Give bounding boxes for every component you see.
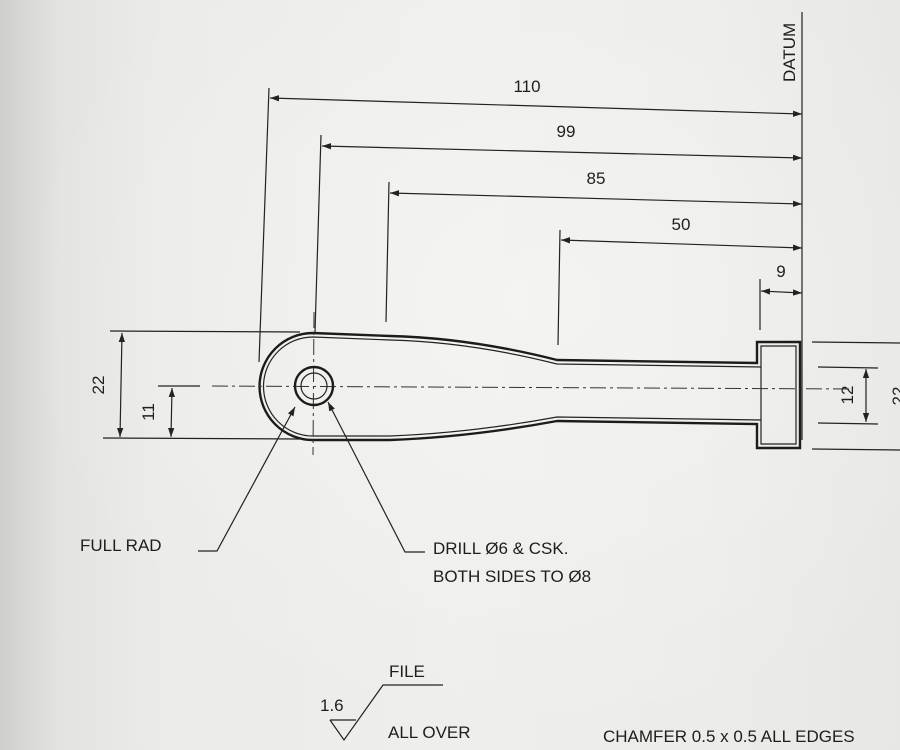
extension-line-bottom-22 — [102, 437, 301, 440]
dimension-22-right: 22 — [889, 387, 900, 406]
part-outline — [258, 331, 802, 450]
dimension-99: 99 — [557, 122, 576, 141]
dimension-line-50 — [560, 237, 803, 251]
dimension-9: 9 — [776, 262, 785, 281]
countersink-circle — [293, 365, 335, 407]
note-chamfer: CHAMFER 0.5 x 0.5 ALL EDGES — [603, 727, 855, 746]
surface-finish-method: FILE — [389, 662, 425, 681]
extension-line-bottom-22-right — [811, 448, 900, 451]
horizontal-centre-line — [211, 385, 853, 390]
extension-line-top-12 — [817, 366, 879, 369]
extension-line-top-22-right — [811, 341, 900, 344]
leader-full-rad — [198, 406, 296, 552]
dimension-line-9 — [760, 288, 803, 296]
surface-finish-scope: ALL OVER — [388, 723, 471, 742]
dimension-22-left: 22 — [89, 376, 108, 395]
surface-finish-value: 1.6 — [320, 696, 344, 715]
note-full-rad: FULL RAD — [80, 536, 162, 555]
extension-line-85 — [385, 181, 390, 323]
vertical-centre-line — [312, 311, 315, 456]
extension-line-bottom-12 — [817, 422, 879, 425]
dimension-line-110 — [269, 95, 803, 117]
dimension-11: 11 — [139, 403, 158, 421]
extension-line-99 — [314, 134, 322, 333]
dimension-line-11 — [168, 387, 175, 438]
dimension-110: 110 — [513, 77, 540, 96]
leader-drill — [327, 401, 425, 553]
note-drill-line2: BOTH SIDES TO Ø8 — [433, 567, 591, 586]
note-drill-line1: DRILL Ø6 & CSK. — [433, 539, 568, 558]
dimension-line-85 — [389, 190, 803, 207]
extension-line-110 — [258, 87, 270, 363]
datum-label: DATUM — [780, 23, 799, 82]
dimension-12: 12 — [838, 386, 857, 405]
dimension-line-99 — [321, 143, 803, 161]
surface-finish-symbol — [329, 684, 443, 742]
extension-line-top-22 — [109, 330, 301, 333]
part-outline-inner — [262, 336, 797, 445]
dimension-50: 50 — [672, 215, 691, 234]
drill-hole-circle — [300, 372, 328, 400]
dimension-85: 85 — [587, 169, 606, 188]
dimension-line-22-left — [117, 332, 125, 438]
extension-line-50 — [557, 229, 561, 346]
